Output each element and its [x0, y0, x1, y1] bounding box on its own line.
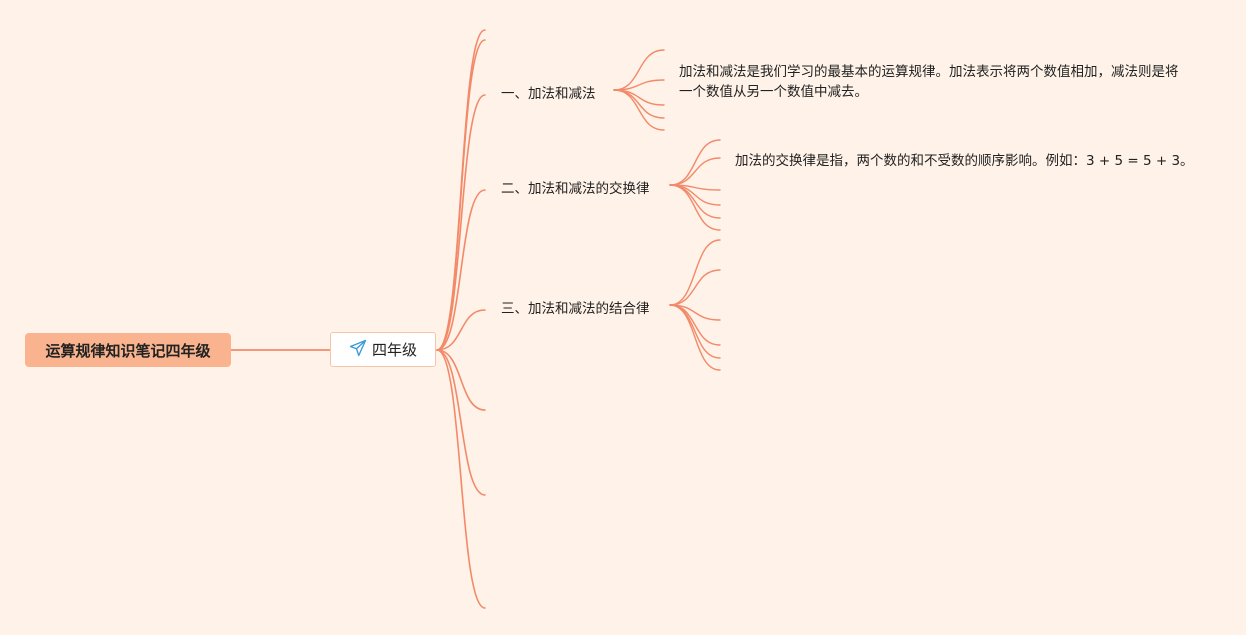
- description-text: 加法和减法是我们学习的最基本的运算规律。加法表示将两个数值相加，减法则是将一个数…: [679, 64, 1179, 100]
- connector-line: [436, 39, 486, 351]
- connector-line: [669, 157, 721, 186]
- branch-node-label: 二、加法和减法的交换律: [501, 181, 650, 197]
- connector-line: [436, 349, 486, 411]
- connector-line: [436, 189, 486, 351]
- connector-line: [669, 239, 721, 306]
- description-node-1[interactable]: 加法和减法是我们学习的最基本的运算规律。加法表示将两个数值相加，减法则是将一个数…: [679, 62, 1179, 102]
- center-node-label: 四年级: [371, 341, 417, 359]
- connector-line: [436, 349, 486, 496]
- connector-line: [669, 304, 721, 371]
- root-node[interactable]: 运算规律知识笔记四年级: [25, 333, 231, 367]
- connector-line: [669, 184, 721, 231]
- branch-node-1[interactable]: 一、加法和减法: [501, 82, 596, 102]
- connector-line: [613, 89, 665, 131]
- branch-node-2[interactable]: 二、加法和减法的交换律: [501, 177, 650, 197]
- connector-line: [436, 349, 486, 609]
- branch-node-label: 一、加法和减法: [501, 86, 596, 102]
- connector-line: [669, 139, 721, 186]
- description-text: 加法的交换律是指，两个数的和不受数的顺序影响。例如：3 + 5 = 5 + 3。: [735, 153, 1194, 169]
- connector-line: [436, 309, 486, 351]
- branch-node-label: 三、加法和减法的结合律: [501, 301, 650, 317]
- paper-plane-icon: [349, 339, 367, 361]
- connector-line: [669, 269, 721, 306]
- branch-node-3[interactable]: 三、加法和减法的结合律: [501, 297, 650, 317]
- connector-line: [613, 89, 665, 106]
- center-node[interactable]: 四年级: [330, 332, 436, 367]
- connector-line: [436, 94, 486, 351]
- root-node-label: 运算规律知识笔记四年级: [45, 341, 211, 360]
- description-node-2[interactable]: 加法的交换律是指，两个数的和不受数的顺序影响。例如：3 + 5 = 5 + 3。: [735, 151, 1235, 171]
- connector-line: [613, 49, 665, 91]
